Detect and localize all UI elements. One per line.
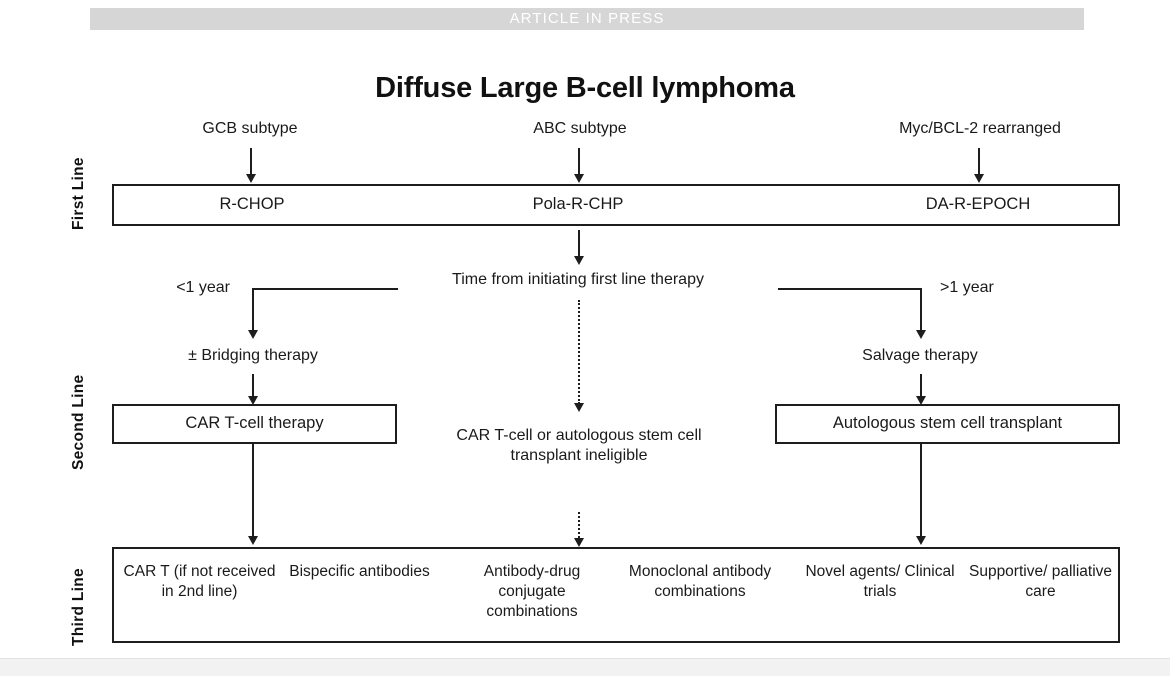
regimen-r-chop: R-CHOP bbox=[219, 195, 285, 213]
article-in-press-banner: ARTICLE IN PRESS bbox=[90, 8, 1084, 30]
branch-right-vertical bbox=[920, 288, 922, 334]
note-car-t-or-asct-ineligible: CAR T-cell or autologous stem cell trans… bbox=[456, 427, 702, 465]
regimen-pola-r-chp: Pola-R-CHP bbox=[532, 195, 624, 213]
second-line-label-autologous-stem-cell-transplant: Autologous stem cell transplant bbox=[832, 414, 1063, 432]
arrow-shaft-gcb-to-rchop bbox=[250, 148, 252, 178]
subtype-label-abc: ABC subtype bbox=[533, 120, 627, 137]
branch-right-arrow-head bbox=[915, 330, 926, 339]
arrow-shaft-firstline-to-decision bbox=[578, 230, 580, 260]
dotted-connector-to-ineligible bbox=[578, 300, 580, 404]
third-line-option-bispecific-antibodies: Bispecific antibodies bbox=[289, 563, 430, 580]
branch-left-arrow-head bbox=[247, 330, 258, 339]
row-label-third-line: Third Line bbox=[70, 568, 87, 646]
dotted-connector-arrow-head-thirdline bbox=[573, 538, 584, 547]
arrow-head-cart-to-thirdline bbox=[247, 536, 258, 545]
third-line-option-monoclonal-antibody: Monoclonal antibody combinations bbox=[628, 563, 772, 601]
second-line-box-car-t-cell-therapy bbox=[112, 404, 397, 444]
third-line-option-car-t: CAR T (if not received in 2nd line) bbox=[123, 563, 276, 601]
third-line-option-novel-agents-clinical-trials: Novel agents/ Clinical trials bbox=[805, 563, 955, 601]
subtype-label-gcb: GCB subtype bbox=[202, 120, 298, 137]
row-label-second-line: Second Line bbox=[70, 374, 87, 470]
arrow-head-myc-to-darepoch bbox=[973, 174, 984, 183]
arrow-head-salvage-to-asct bbox=[915, 396, 926, 405]
arrow-head-abc-to-polarchp bbox=[573, 174, 584, 183]
branch-right-horizontal bbox=[778, 288, 922, 290]
page-bottom-edge bbox=[0, 658, 1170, 676]
row-label-first-line: First Line bbox=[70, 157, 87, 230]
arrow-shaft-salvage-to-asct bbox=[920, 374, 922, 400]
arrow-shaft-cart-to-thirdline bbox=[252, 444, 254, 540]
arrow-head-bridging-to-cart bbox=[247, 396, 258, 405]
subtype-label-myc-bcl2: Myc/BCL-2 rearranged bbox=[899, 120, 1061, 137]
arrow-shaft-myc-to-darepoch bbox=[978, 148, 980, 178]
arrow-head-firstline-to-decision bbox=[573, 256, 584, 265]
regimen-da-r-epoch: DA-R-EPOCH bbox=[925, 195, 1031, 213]
step-salvage-therapy: Salvage therapy bbox=[862, 347, 978, 364]
dotted-connector-ineligible-to-thirdline bbox=[578, 512, 580, 542]
arrow-shaft-bridging-to-cart bbox=[252, 374, 254, 400]
decision-time-from-initiating-therapy: Time from initiating first line therapy bbox=[452, 271, 704, 288]
branch-label-greater-than-1-year: >1 year bbox=[940, 279, 994, 296]
dotted-connector-arrow-head-ineligible bbox=[573, 403, 584, 412]
arrow-head-asct-to-thirdline bbox=[915, 536, 926, 545]
branch-left-horizontal bbox=[252, 288, 398, 290]
branch-label-less-than-1-year: <1 year bbox=[176, 279, 230, 296]
third-line-options-box bbox=[112, 547, 1120, 643]
figure-title: Diffuse Large B-cell lymphoma bbox=[375, 72, 795, 104]
second-line-label-car-t-cell-therapy: CAR T-cell therapy bbox=[185, 414, 324, 432]
arrow-shaft-abc-to-polarchp bbox=[578, 148, 580, 178]
third-line-option-supportive-palliative-care: Supportive/ palliative care bbox=[968, 563, 1113, 601]
second-line-box-autologous-stem-cell-transplant bbox=[775, 404, 1120, 444]
branch-left-vertical bbox=[252, 288, 254, 334]
arrow-head-gcb-to-rchop bbox=[245, 174, 256, 183]
third-line-option-antibody-drug-conjugate: Antibody-drug conjugate combinations bbox=[483, 563, 581, 621]
first-line-regimen-box bbox=[112, 184, 1120, 226]
step-bridging-therapy: ± Bridging therapy bbox=[188, 347, 318, 364]
arrow-shaft-asct-to-thirdline bbox=[920, 444, 922, 540]
